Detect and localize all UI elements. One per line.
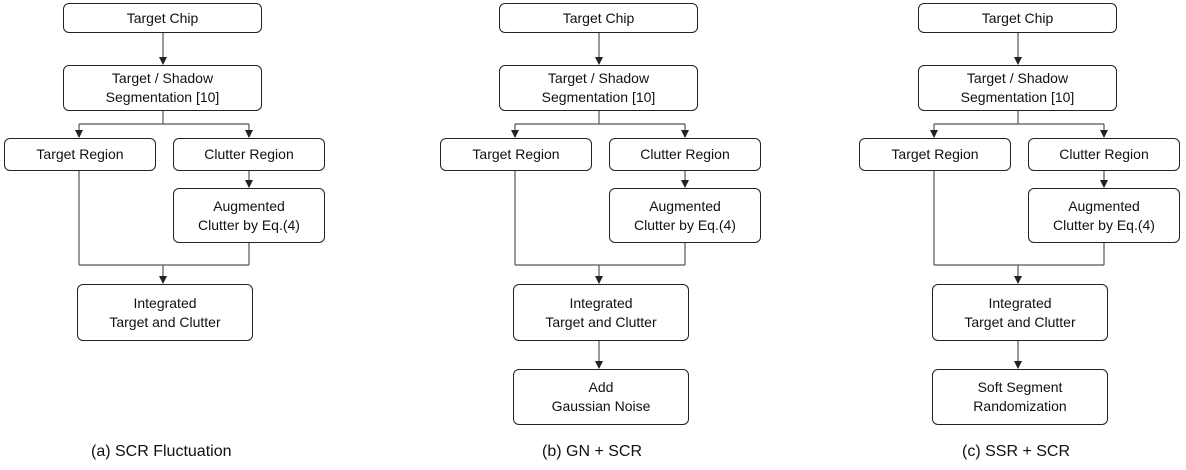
target-chip-label: Target Chip [981, 9, 1054, 26]
connector-lines [511, 33, 689, 369]
segmentation-label-line1: Target / Shadow [111, 70, 214, 86]
augmented-clutter-box: Augmented Clutter by Eq.(4) [173, 188, 325, 243]
clutter-region-label: Clutter Region [1059, 146, 1149, 162]
panel-b: Target Chip Target / Shadow Segmentation… [436, 0, 826, 470]
final-step-box: Add Gaussian Noise [513, 369, 689, 425]
connector-lines [930, 33, 1108, 369]
target-chip-label: Target Chip [562, 9, 635, 26]
target-region-label: Target Region [472, 146, 560, 162]
integrated-label-line2: Target and Clutter [545, 313, 657, 330]
integrated-label-line2: Target and Clutter [109, 313, 221, 330]
integrated-box: Integrated Target and Clutter [77, 284, 253, 341]
augmented-label-line2: Clutter by Eq.(4) [198, 216, 300, 233]
clutter-region-label: Clutter Region [204, 146, 294, 162]
augmented-clutter-box: Augmented Clutter by Eq.(4) [1028, 188, 1180, 243]
integrated-label-line2: Target and Clutter [964, 313, 1076, 330]
integrated-label-line1: Integrated [988, 294, 1052, 311]
integrated-label-line1: Integrated [569, 294, 633, 311]
target-chip-box: Target Chip [63, 3, 262, 33]
target-region-box: Target Region [4, 138, 156, 171]
panel-caption: (b) GN + SCR [542, 443, 643, 460]
segmentation-box: Target / Shadow Segmentation [10] [499, 65, 698, 111]
connector-lines [75, 33, 253, 284]
augmented-label-line1: Augmented [213, 197, 285, 214]
clutter-region-box: Clutter Region [173, 138, 325, 171]
final-step-label-line1: Soft Segment [977, 379, 1063, 395]
final-step-label-line2: Gaussian Noise [551, 398, 651, 414]
segmentation-label-line1: Target / Shadow [547, 70, 650, 86]
target-chip-label: Target Chip [126, 9, 199, 26]
target-chip-box: Target Chip [499, 3, 698, 33]
final-step-label-line1: Add [588, 379, 614, 395]
augmented-label-line1: Augmented [649, 197, 721, 214]
panel-caption: (c) SSR + SCR [962, 443, 1071, 460]
panel-c: Target Chip Target / Shadow Segmentation… [855, 0, 1186, 470]
segmentation-label-line2: Segmentation [10] [541, 89, 656, 105]
segmentation-label-line1: Target / Shadow [966, 70, 1069, 86]
target-region-label: Target Region [891, 146, 979, 162]
target-chip-box: Target Chip [918, 3, 1117, 33]
target-region-box: Target Region [440, 138, 592, 171]
integrated-box: Integrated Target and Clutter [932, 284, 1108, 341]
clutter-region-label: Clutter Region [640, 146, 730, 162]
segmentation-box: Target / Shadow Segmentation [10] [63, 65, 262, 111]
segmentation-label-line2: Segmentation [10] [105, 89, 220, 105]
augmented-label-line1: Augmented [1068, 197, 1140, 214]
panel-caption: (a) SCR Fluctuation [91, 443, 232, 460]
segmentation-label-line2: Segmentation [10] [960, 89, 1075, 105]
clutter-region-box: Clutter Region [609, 138, 761, 171]
augmented-label-line2: Clutter by Eq.(4) [634, 216, 736, 233]
target-region-box: Target Region [859, 138, 1011, 171]
panel-a: Target Chip Target / Shadow Segmentation… [0, 0, 390, 470]
integrated-label-line1: Integrated [133, 294, 197, 311]
segmentation-box: Target / Shadow Segmentation [10] [918, 65, 1117, 111]
final-step-label-line2: Randomization [973, 398, 1067, 414]
augmented-label-line2: Clutter by Eq.(4) [1053, 216, 1155, 233]
target-region-label: Target Region [36, 146, 124, 162]
final-step-box: Soft Segment Randomization [932, 369, 1108, 425]
augmented-clutter-box: Augmented Clutter by Eq.(4) [609, 188, 761, 243]
clutter-region-box: Clutter Region [1028, 138, 1180, 171]
integrated-box: Integrated Target and Clutter [513, 284, 689, 341]
